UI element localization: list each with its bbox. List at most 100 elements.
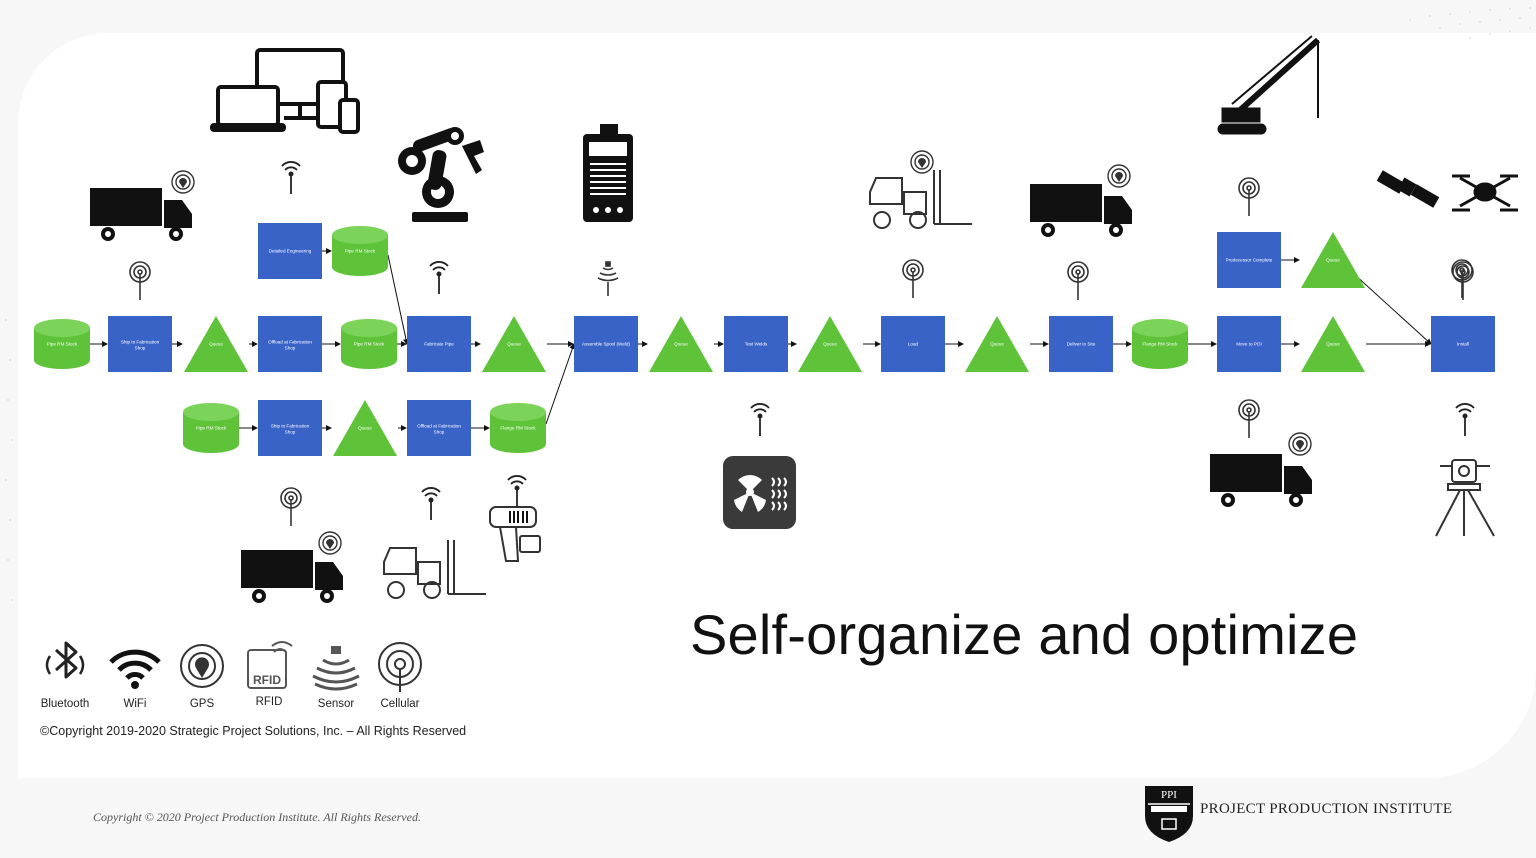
gps-pin-icon xyxy=(910,150,934,174)
inventory-cylinder xyxy=(332,235,388,276)
forklift-icon xyxy=(383,540,486,599)
gps-pin-icon xyxy=(1107,164,1131,188)
gps-pin-icon xyxy=(318,531,342,555)
diagram-node-queue: Queue xyxy=(1301,316,1365,372)
node-label: Deliver to Site xyxy=(1067,342,1096,347)
node-label: Queue xyxy=(209,342,223,347)
process-box xyxy=(258,223,322,279)
node-label: Flange RM Stock xyxy=(500,426,536,431)
truck-icon xyxy=(241,550,343,603)
inventory-cylinder xyxy=(341,328,397,369)
inventory-cylinder xyxy=(1132,328,1188,369)
cellular-antenna-icon xyxy=(129,261,151,300)
cellular-antenna-icon xyxy=(1067,261,1089,300)
gps-pin-icon xyxy=(1288,432,1312,456)
inventory-cylinder xyxy=(34,328,90,369)
diagram-node-queue: Queue xyxy=(649,316,713,372)
diagram-node-inventory: Pipe RM Stock xyxy=(34,319,90,369)
node-label: Predecessor Complete xyxy=(1226,258,1273,263)
process-box xyxy=(407,316,471,372)
diagram-node-queue: Queue xyxy=(184,316,248,372)
process-box xyxy=(258,316,322,372)
diagram-node-process: Install xyxy=(1431,316,1495,372)
node-label: Queue xyxy=(1326,342,1340,347)
node-label: Queue xyxy=(674,342,688,347)
diagram-node-queue: Queue xyxy=(965,316,1029,372)
inventory-cylinder xyxy=(183,412,239,453)
node-label: Queue xyxy=(358,426,372,431)
cellular-antenna-icon xyxy=(902,259,924,298)
node-label: Queue xyxy=(823,342,837,347)
node-label: Assemble Spool (Weld) xyxy=(582,342,630,347)
crane-icon xyxy=(1217,35,1321,135)
legend-label: WiFi xyxy=(123,698,147,710)
diagram-node-process: Deliver to Site xyxy=(1049,316,1113,372)
diagram-node-inventory: Pipe RM Stock xyxy=(183,403,239,453)
inventory-cylinder-top xyxy=(183,403,239,421)
node-label: Pipe RM Stock xyxy=(47,342,78,347)
inventory-cylinder-top xyxy=(34,319,90,337)
slide-headline: Self-organize and optimize xyxy=(690,603,1359,666)
process-box xyxy=(1049,316,1113,372)
diagram-node-inventory: Pipe RM Stock xyxy=(332,226,388,276)
cellular-antenna-icon xyxy=(1238,399,1260,438)
process-box xyxy=(724,316,788,372)
sensor-icon xyxy=(312,646,360,691)
wifi-signal-icon xyxy=(750,403,770,436)
flow-arrow xyxy=(387,254,409,345)
queue-triangle xyxy=(965,316,1029,372)
node-label: Test Welds xyxy=(745,342,768,347)
node-label: Pipe RM Stock xyxy=(345,249,376,254)
node-label: Pipe RM Stock xyxy=(354,342,385,347)
survey-tripod-icon xyxy=(1435,459,1495,537)
node-label: Flange RM Stock xyxy=(1142,342,1178,347)
node-label: Queue xyxy=(990,342,1004,347)
node-label: Move to POI xyxy=(1236,342,1262,347)
ppi-org-name: PROJECT PRODUCTION INSTITUTE xyxy=(1200,801,1453,817)
welding-machine-icon xyxy=(583,124,633,222)
legend-label: Cellular xyxy=(380,698,420,710)
wifi-signal-icon xyxy=(281,161,301,194)
wifi-icon xyxy=(109,649,161,689)
diagram-node-process: Fabricate Pipe xyxy=(407,316,471,372)
legend-item-rfid: RFID RFID xyxy=(234,638,304,708)
node-label: Queue xyxy=(1326,258,1340,263)
legend-label: Sensor xyxy=(317,698,355,710)
truck-icon xyxy=(1210,454,1312,507)
flow-arrow xyxy=(545,343,576,425)
process-box xyxy=(881,316,945,372)
truck-icon xyxy=(1030,184,1132,237)
copyright-notice-ppi: Copyright © 2020 Project Production Inst… xyxy=(93,810,421,824)
radiation-tester-icon xyxy=(723,456,796,529)
diagram-node-queue: Queue xyxy=(333,400,397,456)
cellular-antenna-icon xyxy=(1238,177,1260,216)
robot-arm-icon xyxy=(398,127,484,222)
copyright-notice-sps: ©Copyright 2019-2020 Strategic Project S… xyxy=(40,724,467,738)
legend-item-sensor: Sensor xyxy=(301,638,371,710)
diagram-node-process: Predecessor Complete xyxy=(1217,232,1281,288)
process-box xyxy=(407,400,471,456)
gps-icon xyxy=(180,644,224,688)
node-label: Load xyxy=(908,342,919,347)
svg-text:RFID: RFID xyxy=(253,673,281,687)
cellular-antenna-icon xyxy=(280,487,302,526)
gps-pin-icon xyxy=(171,170,195,194)
legend-item-cellular: Cellular xyxy=(365,638,435,710)
diagram-node-queue: Queue xyxy=(798,316,862,372)
node-label: Fabricate Pipe xyxy=(424,342,454,347)
diagram-node-inventory: Flange RM Stock xyxy=(490,403,546,453)
legend-label: RFID xyxy=(255,696,283,708)
legend-label: GPS xyxy=(189,698,215,710)
diagram-node-queue: Queue xyxy=(1301,232,1365,288)
process-box xyxy=(574,316,638,372)
queue-triangle xyxy=(184,316,248,372)
diagram-node-process: Test Welds xyxy=(724,316,788,372)
